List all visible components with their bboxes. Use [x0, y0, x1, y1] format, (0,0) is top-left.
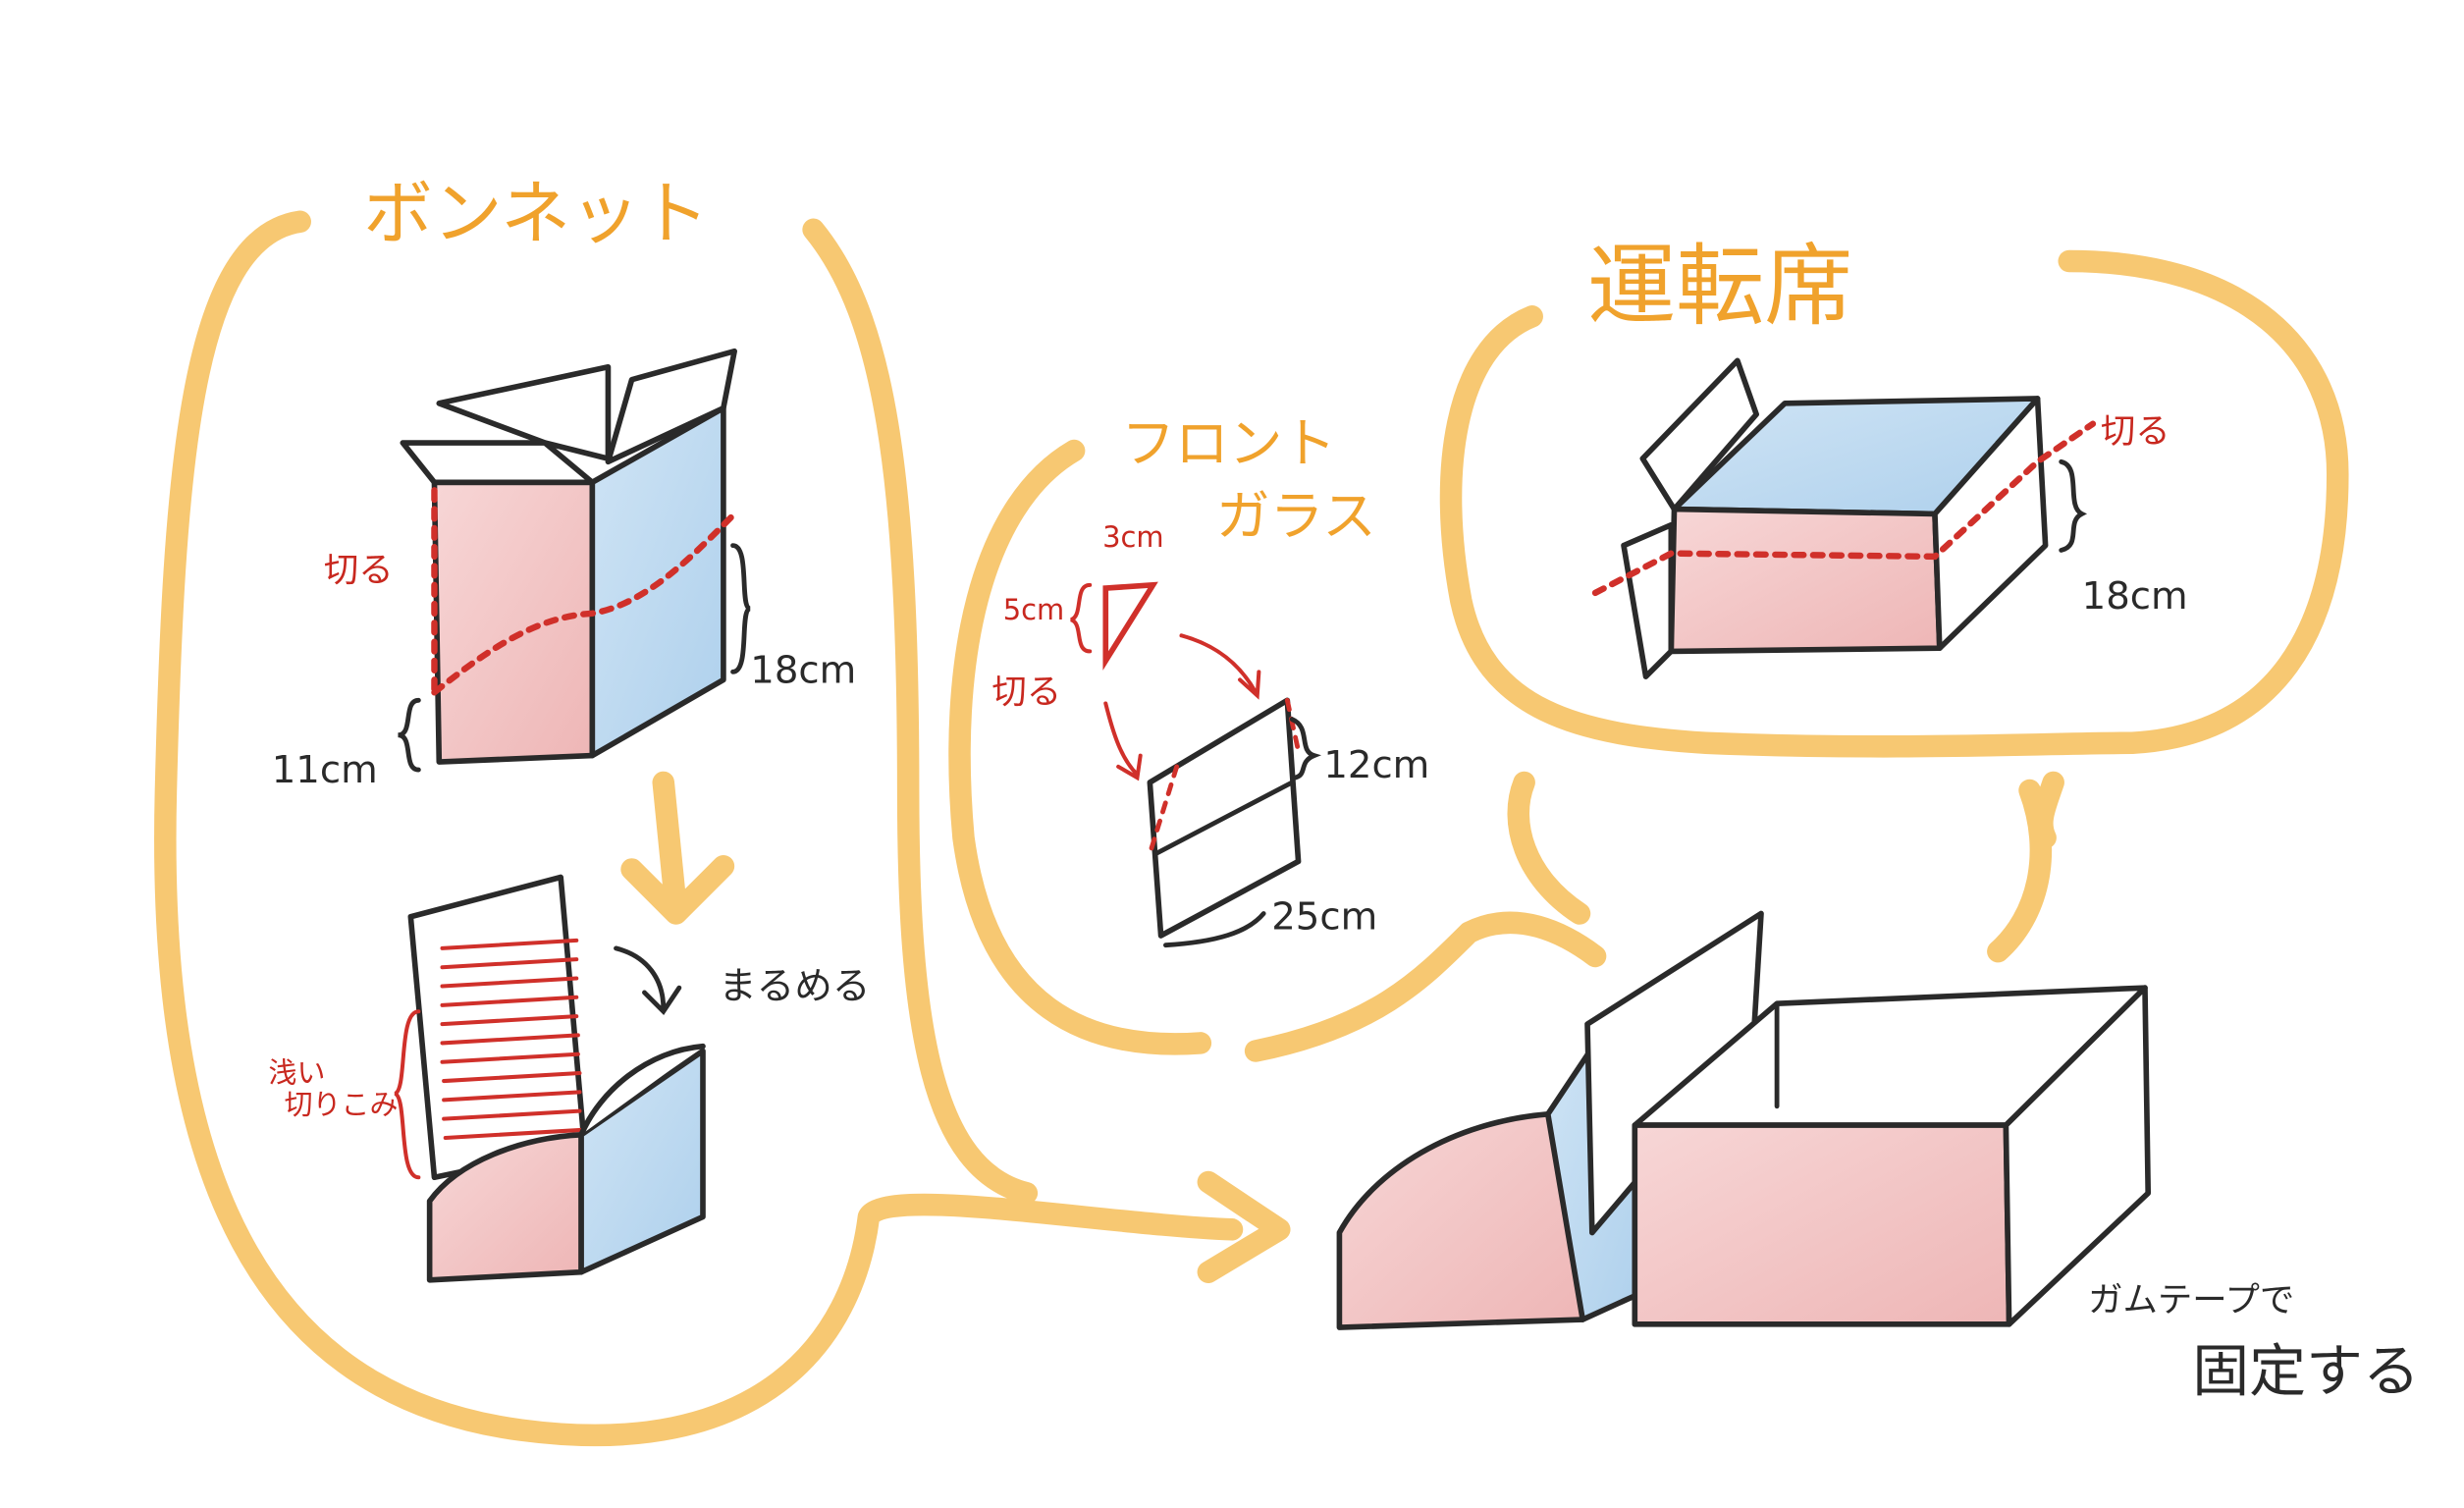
bonnet-title: ボンネット	[363, 173, 710, 254]
windshield-cut-label: 切る	[991, 673, 1061, 713]
bonnet-cut-label: 切る	[324, 551, 394, 591]
tri-width-label: 3cm	[1102, 520, 1164, 554]
driver-seat-title: 運転席	[1587, 235, 1852, 338]
bonnet-box	[400, 348, 738, 765]
bonnet-base-label: 11cm	[272, 748, 378, 792]
driver-seat-box	[1591, 357, 2097, 679]
tri-brace	[1069, 582, 1093, 654]
driver-seat-cut-label: 切る	[2101, 411, 2170, 452]
bonnet-height-brace	[730, 543, 752, 674]
windshield-width-brace	[1163, 911, 1266, 948]
tape-note-line2: 固定する	[2192, 1337, 2420, 1404]
rolled-bonnet-box	[407, 874, 706, 1283]
bonnet-base-brace	[397, 697, 421, 773]
driver-seat-bubble	[1439, 249, 2349, 963]
driver-seat-height-label: 18cm	[2082, 574, 2188, 619]
roll-label: まるめる	[719, 964, 870, 1008]
shallow-label: 浅い	[269, 1056, 326, 1090]
bonnet-height-label: 18cm	[750, 649, 856, 693]
windshield-title-line1: フロント	[1121, 411, 1336, 474]
cut-arrows	[1103, 633, 1261, 781]
bonnet-bubble	[154, 210, 1244, 1447]
triangle-cut	[1102, 581, 1158, 671]
windshield-width-label: 25cm	[1271, 895, 1377, 940]
windshield-piece	[1147, 697, 1302, 939]
assembled-car	[1336, 910, 2152, 1330]
incision-label: 切りこみ	[285, 1088, 399, 1121]
roll-arrow	[614, 945, 682, 1016]
windshield-title-line2: ガラス	[1216, 484, 1376, 547]
arrow-to-assembly	[1197, 1170, 1291, 1284]
driver-seat-brace	[2059, 458, 2088, 553]
down-arrow	[620, 771, 735, 925]
incision-brace	[393, 1009, 421, 1180]
tri-height-label: 5cm	[1003, 593, 1065, 626]
tape-note-line1: ガムテープで	[2088, 1280, 2294, 1320]
windshield-height-brace	[1289, 717, 1321, 781]
windshield-bubble	[948, 439, 1607, 1062]
windshield-height-label: 12cm	[1323, 743, 1429, 787]
